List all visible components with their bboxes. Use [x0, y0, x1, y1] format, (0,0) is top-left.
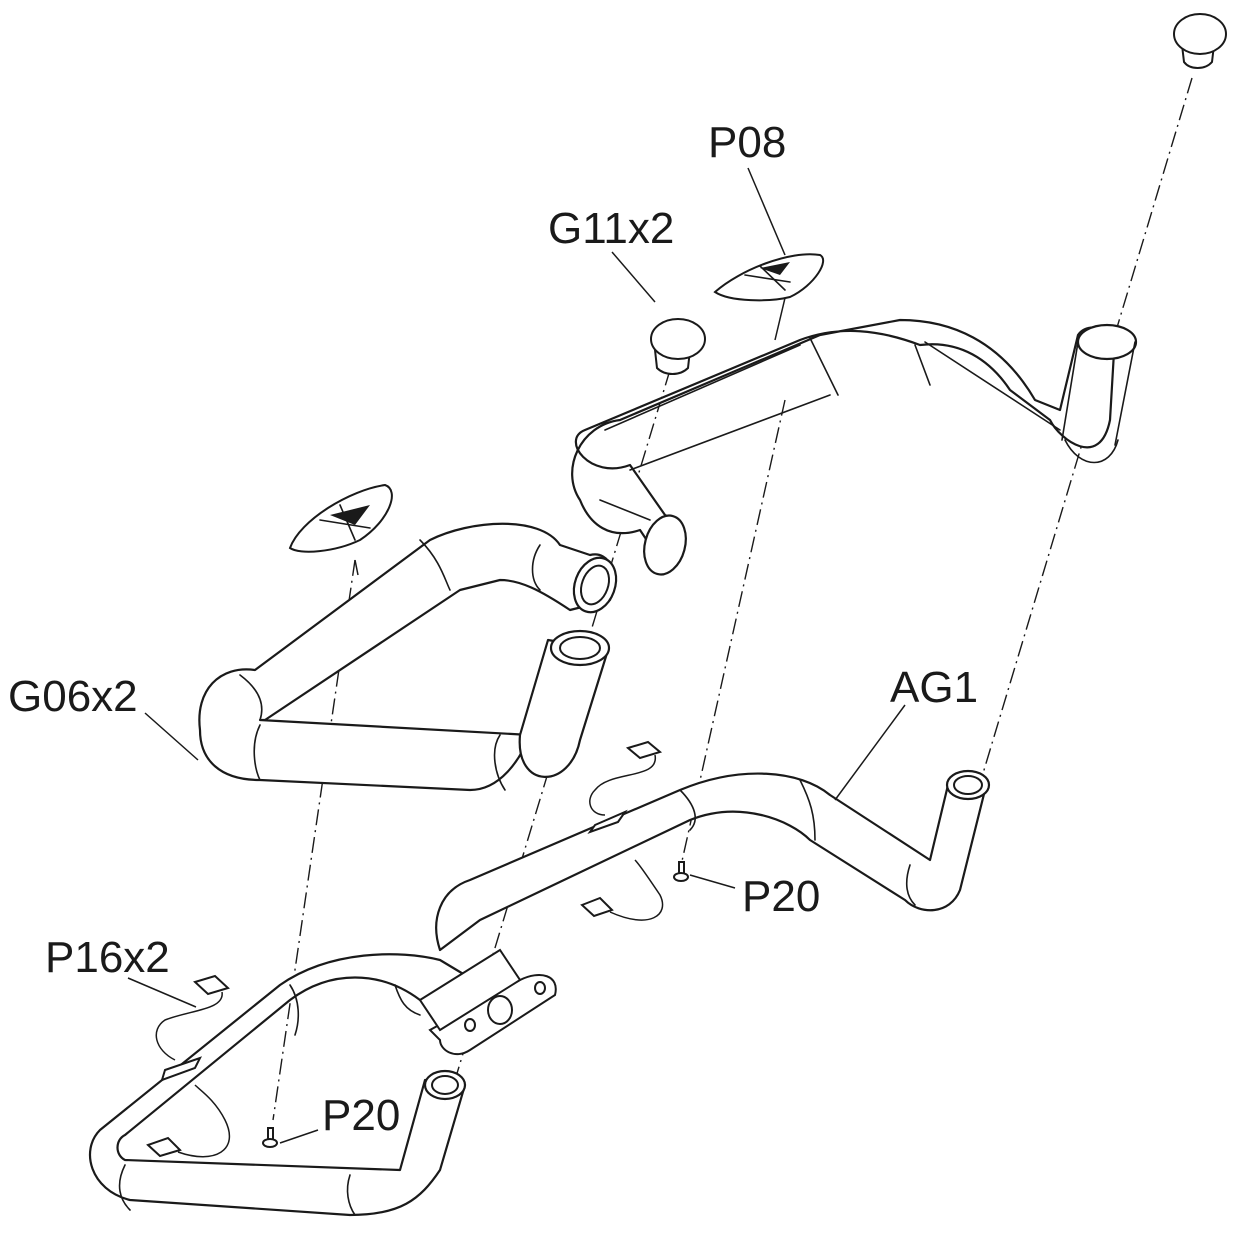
connector-lower-left [146, 1136, 182, 1158]
upper-handlebar-end-opening [643, 514, 687, 576]
switch-slot-left [160, 1056, 202, 1082]
end-cap-top-right [1173, 13, 1227, 69]
screw-p20-left [262, 1127, 278, 1148]
left-handlebar [198, 522, 618, 792]
upper-handlebar-top-opening [1076, 323, 1138, 361]
upper-handlebar [571, 318, 1138, 576]
connector-mid-right [580, 896, 614, 918]
main-frame-right-bar [435, 772, 987, 952]
connector-upper-right [625, 740, 663, 760]
grip-p08-left [288, 483, 393, 553]
upper-handlebar-tube [571, 318, 1117, 563]
label-p16: P16x2 [45, 933, 170, 982]
switch-slot-right [587, 809, 628, 835]
grip-p08-upper [713, 253, 825, 302]
left-handlebar-upright [518, 638, 610, 778]
label-ag1: AG1 [890, 663, 978, 712]
sensor-wires-p16 [146, 740, 664, 1158]
label-g11: G11x2 [548, 204, 674, 253]
leader-lines [127, 167, 906, 1144]
label-p08: P08 [708, 118, 786, 167]
screw-p20-right [673, 861, 689, 882]
left-handlebar-tube [198, 522, 615, 792]
label-p20-left: P20 [322, 1091, 400, 1140]
part-labels: P08 G11x2 G06x2 AG1 P20 P16x2 P20 [8, 118, 978, 1140]
main-frame-ag1 [88, 769, 991, 1217]
label-p20-right: P20 [742, 872, 820, 921]
label-g06: G06x2 [8, 672, 138, 721]
pivot-hole [487, 995, 513, 1025]
end-cap-g11 [650, 318, 706, 375]
connector-upper-left [193, 974, 230, 996]
